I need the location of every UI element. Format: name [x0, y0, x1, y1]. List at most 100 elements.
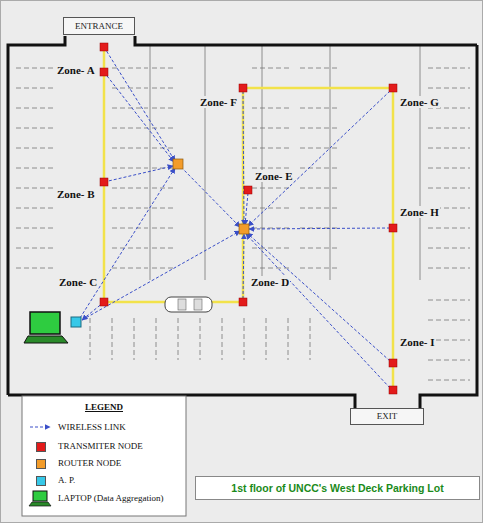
node-text: EXIT	[377, 411, 398, 421]
stall-line	[300, 68, 340, 69]
entrance-box: ENTRANCE	[63, 17, 135, 35]
zone-label: Zone- A	[56, 64, 96, 76]
stall-line	[134, 318, 135, 360]
zone-label: Zone- F	[199, 96, 238, 108]
stall-line	[178, 318, 179, 360]
stall-line	[16, 128, 56, 129]
stall-line	[252, 128, 292, 129]
zone-label: Zone- D	[250, 276, 290, 288]
stall-line	[16, 168, 56, 169]
stall-line	[90, 318, 91, 360]
stall-line	[252, 188, 292, 189]
stall-line	[112, 248, 148, 249]
stall-line	[300, 188, 340, 189]
stall-line	[112, 268, 148, 269]
stall-line	[428, 228, 470, 229]
stall-line	[252, 248, 292, 249]
stall-line	[310, 318, 311, 360]
caption-box: 1st floor of UNCC's West Deck Parking Lo…	[195, 476, 480, 500]
stall-line	[16, 268, 56, 269]
stall-line	[252, 108, 292, 109]
stall-line	[112, 318, 113, 360]
stall-line	[428, 360, 470, 361]
stall-line	[112, 88, 148, 89]
stall-line	[200, 318, 201, 360]
stall-line	[252, 148, 292, 149]
stall-line	[428, 88, 470, 89]
stall-line	[16, 208, 56, 209]
stall-line	[152, 128, 176, 129]
legend-box	[22, 396, 186, 516]
stall-line	[152, 68, 176, 69]
zone-label: Zone- E	[254, 170, 294, 182]
stall-line	[300, 268, 340, 269]
stall-line	[420, 46, 421, 280]
stall-line	[112, 208, 148, 209]
zone-label: Zone- I	[399, 336, 436, 348]
stall-line	[428, 380, 470, 381]
transmitter-nodes	[100, 43, 397, 394]
stall-line	[112, 228, 148, 229]
stall-line	[150, 46, 151, 280]
stall-line	[428, 268, 470, 269]
legend-text: TRANSMITER NODE	[58, 441, 143, 452]
legend-swatch	[36, 476, 46, 486]
stall-line	[428, 148, 470, 149]
stall-line	[152, 108, 176, 109]
wireless-links	[80, 47, 390, 388]
stall-line	[16, 188, 56, 189]
stall-line	[16, 108, 56, 109]
stall-line	[428, 300, 470, 301]
stall-line	[428, 320, 470, 321]
legend-swatch	[36, 442, 46, 452]
yellow-route	[104, 45, 393, 392]
stall-line	[252, 208, 292, 209]
stall-line	[244, 318, 245, 360]
zone-label: Zone- H	[399, 206, 440, 218]
stall-line	[152, 208, 176, 209]
stall-line	[300, 248, 340, 249]
stall-line	[300, 128, 340, 129]
caption: 1st floor of UNCC's West Deck Parking Lo…	[231, 482, 443, 494]
stall-line	[16, 68, 56, 69]
stall-line	[266, 318, 267, 360]
stall-line	[16, 88, 56, 89]
legend-title: LEGEND	[84, 401, 124, 413]
stall-line	[300, 168, 340, 169]
legend-text: LAPTOP (Data Aggregation)	[58, 493, 163, 504]
legend-text: A. P.	[58, 475, 75, 486]
stall-line	[152, 228, 176, 229]
stall-line	[252, 268, 292, 269]
stall-line	[428, 188, 470, 189]
stall-line	[112, 148, 148, 149]
stall-line	[330, 46, 331, 280]
stall-line	[428, 168, 470, 169]
stall-line	[152, 88, 176, 89]
stall-line	[152, 268, 176, 269]
stall-line	[16, 228, 56, 229]
stall-line	[112, 168, 148, 169]
node-text: ENTRANCE	[75, 21, 123, 31]
stall-line	[152, 188, 176, 189]
stall-line	[428, 128, 470, 129]
stall-line	[112, 128, 148, 129]
router-nodes	[173, 159, 249, 234]
zone-label: Zone- B	[56, 188, 96, 200]
legend-link-sample	[30, 427, 50, 428]
stall-line	[112, 188, 148, 189]
stall-line	[222, 318, 223, 360]
stall-line	[156, 318, 157, 360]
legend-text: ROUTER NODE	[58, 458, 121, 469]
car	[165, 297, 212, 312]
legend-swatch	[36, 459, 46, 469]
stall-line	[428, 68, 470, 69]
zone-label: Zone- C	[58, 276, 98, 288]
stall-line	[16, 248, 56, 249]
stall-line	[152, 248, 176, 249]
stall-line	[300, 108, 340, 109]
stall-line	[300, 148, 340, 149]
stall-line	[205, 46, 206, 280]
stall-line	[428, 248, 470, 249]
lot-walls	[8, 36, 477, 408]
